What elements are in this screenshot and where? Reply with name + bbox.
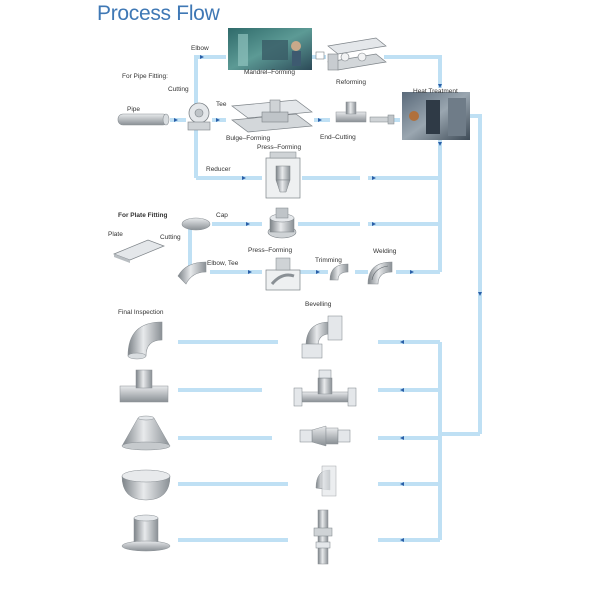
label-cutting-plate: Cutting	[160, 234, 181, 241]
bevelling-cap-icon	[315, 465, 337, 497]
trimming-elbow-icon	[329, 263, 349, 281]
arrow-icon	[438, 142, 442, 146]
mandrel-forming-photo	[228, 28, 312, 70]
flow-arrows	[174, 55, 482, 542]
label-tee: Tee	[216, 101, 227, 108]
final-cap-icon	[121, 469, 171, 501]
bevelling-reducer-icon	[299, 425, 351, 447]
label-elbow: Elbow	[191, 45, 209, 52]
welding-elbow-icon	[367, 261, 393, 285]
pipe-icon	[117, 113, 170, 126]
plate-icon	[113, 239, 165, 263]
arrow-icon	[400, 482, 404, 486]
label-elbow-tee: Elbow, Tee	[207, 260, 239, 267]
arrow-icon	[400, 340, 404, 344]
tee-product-icon	[335, 101, 367, 123]
arrow-icon	[400, 436, 404, 440]
section-label-pipe-fitting: For Pipe Fitting:	[122, 73, 168, 80]
heat-treatment-photo	[402, 92, 470, 140]
bulge-forming-icon	[231, 99, 313, 133]
bevelling-tee-icon	[293, 369, 357, 407]
section-label-final-inspection: Final Inspection	[118, 309, 164, 316]
label-cap: Cap	[216, 212, 228, 219]
press-forming-reducer-icon	[265, 151, 301, 199]
arrow-icon	[246, 222, 250, 226]
final-reducer-icon	[121, 415, 171, 451]
arrow-icon	[372, 176, 376, 180]
final-tee-icon	[119, 369, 169, 403]
arrow-icon	[410, 270, 414, 274]
label-heat-treatment: Heat Treatment	[413, 88, 458, 95]
arrow-icon	[248, 270, 252, 274]
section-label-plate-fitting: For Plate Fitting	[118, 212, 168, 219]
arrow-icon	[316, 270, 320, 274]
press-forming-elbow-tee-icon	[265, 257, 301, 291]
arrow-icon	[216, 118, 220, 122]
elbow-blank-icon	[177, 261, 207, 285]
press-forming-cap-icon	[267, 207, 297, 239]
arrow-icon	[174, 118, 178, 122]
label-trimming: Trimming	[315, 257, 342, 264]
label-cutting-pipe: Cutting	[168, 86, 189, 93]
page-title: Process Flow	[97, 2, 220, 25]
arrow-icon	[372, 222, 376, 226]
label-pipe: Pipe	[127, 106, 141, 113]
label-press-forming-top: Press–Forming	[257, 144, 302, 151]
label-bulge-forming: Bulge–Forming	[226, 135, 271, 142]
arrow-icon	[242, 176, 246, 180]
reforming-die-icon	[315, 37, 387, 71]
label-bevelling: Bevelling	[305, 301, 332, 308]
label-mandrel-forming: Mandrel–Forming	[244, 69, 295, 76]
label-plate: Plate	[108, 231, 123, 238]
label-reforming: Reforming	[336, 79, 366, 86]
flow-line-heat-to-right	[470, 114, 482, 434]
bevelling-stub-end-icon	[313, 509, 333, 565]
arrow-icon	[400, 388, 404, 392]
arrow-icon	[400, 538, 404, 542]
bevelling-elbow-icon	[301, 315, 343, 359]
final-elbow-icon	[127, 321, 163, 360]
label-welding: Welding	[373, 248, 397, 255]
flow-lines	[170, 55, 482, 542]
arrow-icon	[200, 55, 204, 59]
arrow-icon	[318, 118, 322, 122]
label-end-cutting: End–Cutting	[320, 134, 356, 141]
label-press-forming-cap: Press–Forming	[248, 247, 293, 254]
cap-blank-icon	[181, 217, 211, 231]
end-cutting-tool-icon	[369, 114, 395, 125]
arrow-icon	[438, 84, 442, 88]
arrow-icon	[478, 292, 482, 296]
label-reducer: Reducer	[206, 166, 231, 173]
flow-line-reforming-to-heat	[384, 55, 442, 88]
cutting-machine-icon	[187, 102, 211, 131]
final-stub-end-icon	[121, 514, 171, 552]
